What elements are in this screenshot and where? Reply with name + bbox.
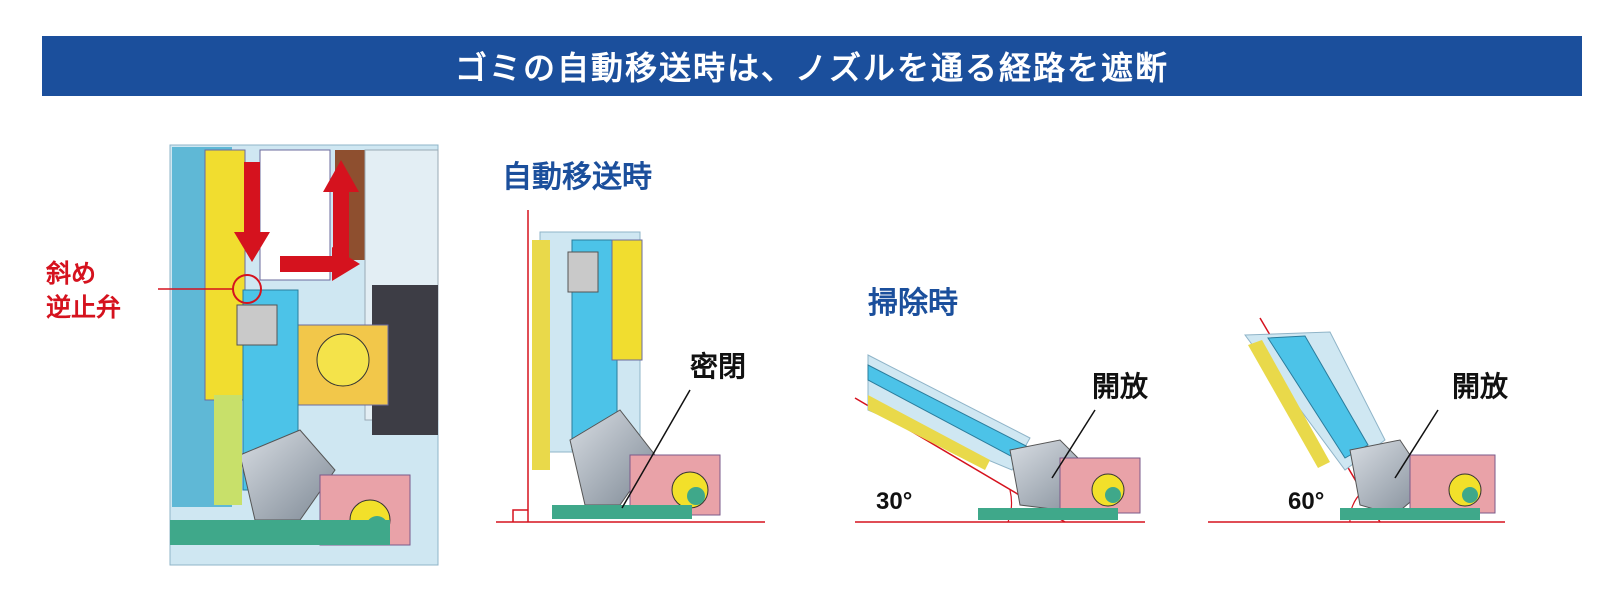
cleaning-60-leader-line [1394,409,1439,479]
up-arrow-icon [323,160,359,262]
auto-transfer-illustration [496,210,765,523]
down-arrow-icon [234,162,270,262]
auto-transfer-leader-line [621,389,691,509]
cleaning-title: 掃除時 [868,286,958,321]
valve-label-line1: 斜め [46,259,97,288]
cross-section-illustration [169,144,439,566]
cleaning-30-leader-line [1051,409,1096,479]
auto-transfer-state-label: 密閉 [690,350,747,383]
right-arrow-icon [280,247,360,281]
valve-label-line2: 逆止弁 [46,293,122,322]
auto-transfer-title: 自動移送時 [502,160,652,195]
banner-title: ゴミの自動移送時は、ノズルを通る経路を遮断 [42,36,1582,96]
angle-30-label: 30° [876,488,913,515]
angle-60-label: 60° [1288,488,1325,515]
cleaning-60-illustration [1208,317,1505,523]
cleaning-30-illustration [854,354,1145,523]
cleaning-60-state-label: 開放 [1452,370,1509,403]
cleaning-30-state-label: 開放 [1092,370,1149,403]
